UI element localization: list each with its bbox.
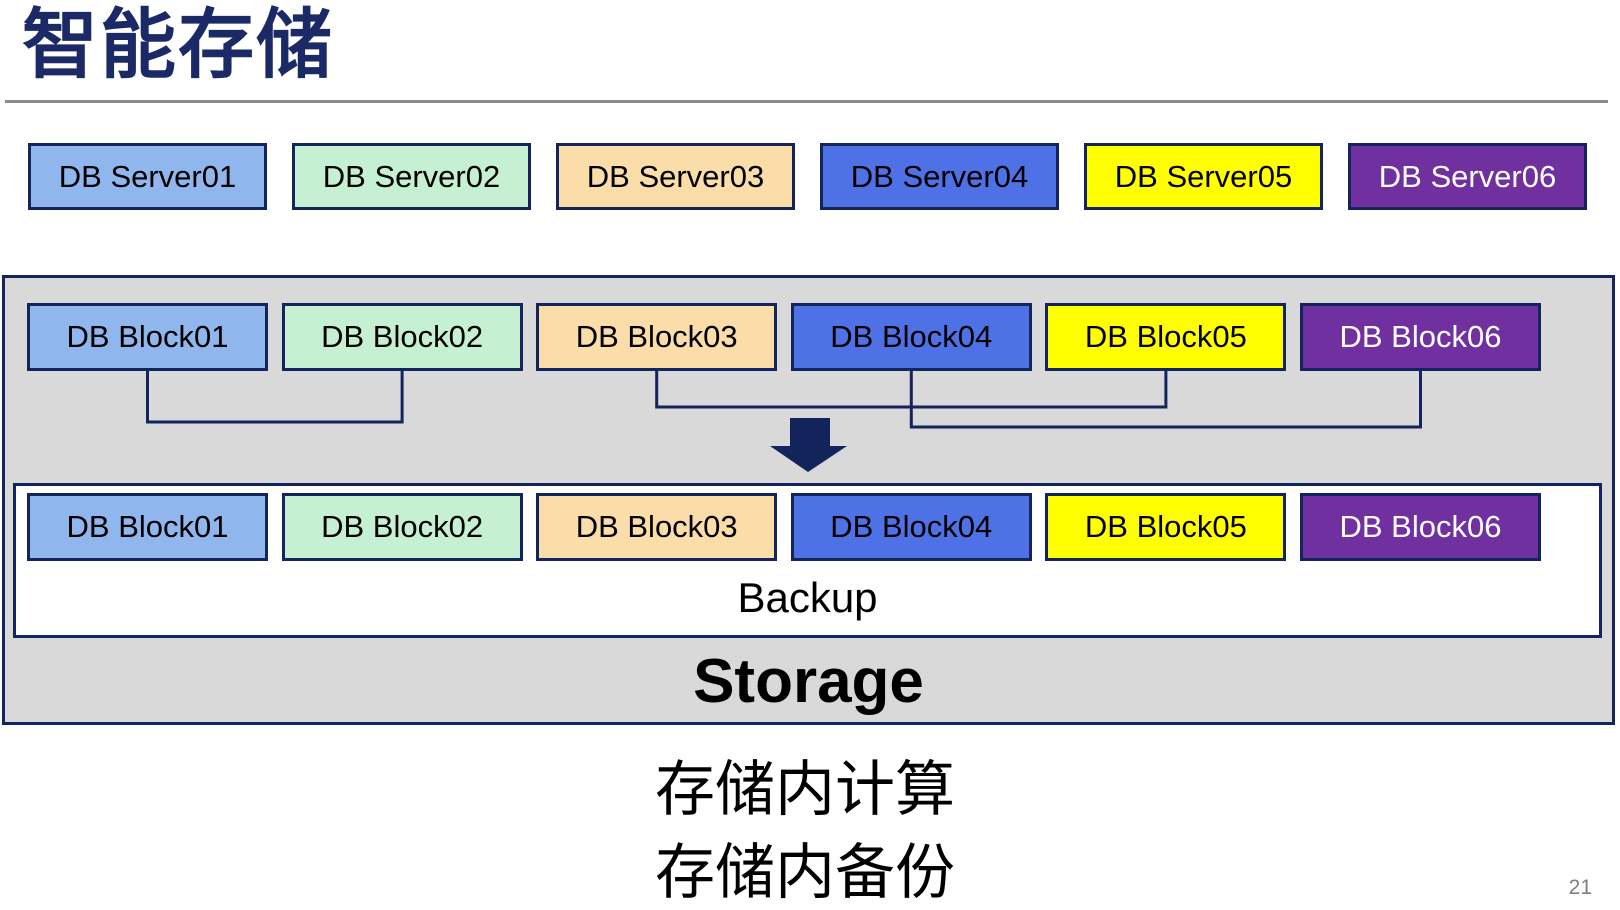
db-block-box: DB Block01 xyxy=(27,303,268,371)
db-server-box: DB Server03 xyxy=(556,143,795,210)
backup-label: Backup xyxy=(737,574,878,621)
db-block-box: DB Block05 xyxy=(1045,303,1287,371)
storage-label: Storage xyxy=(693,647,924,716)
db-block-box: DB Block02 xyxy=(281,493,523,561)
caption-line: 存储内备份 xyxy=(655,839,955,906)
caption-line: 存储内计算 xyxy=(655,756,955,823)
db-server-box: DB Server06 xyxy=(1348,143,1587,210)
db-block-box: DB Block02 xyxy=(281,303,523,371)
db-block-box: DB Block05 xyxy=(1045,493,1287,561)
page-number: 21 xyxy=(1568,876,1592,899)
db-server-box: DB Server05 xyxy=(1084,143,1323,210)
title-divider xyxy=(5,100,1608,103)
captions: 存储内计算存储内备份 xyxy=(655,748,955,910)
db-server-box: DB Server01 xyxy=(28,143,267,210)
db-block-box: DB Block03 xyxy=(536,493,778,561)
db-block-box: DB Block06 xyxy=(1299,493,1541,561)
db-server-row: DB Server01 DB Server02 DB Server03 DB Serv… xyxy=(28,143,1587,210)
db-block-box: DB Block01 xyxy=(27,493,268,561)
db-block-box: DB Block03 xyxy=(536,303,778,371)
db-block-box: DB Block04 xyxy=(790,493,1032,561)
page-title: 智能存储 xyxy=(22,3,334,88)
db-block-box: DB Block04 xyxy=(790,303,1032,371)
db-server-box: DB Server02 xyxy=(292,143,531,210)
db-block-box: DB Block06 xyxy=(1299,303,1541,371)
db-server-box: DB Server04 xyxy=(820,143,1059,210)
